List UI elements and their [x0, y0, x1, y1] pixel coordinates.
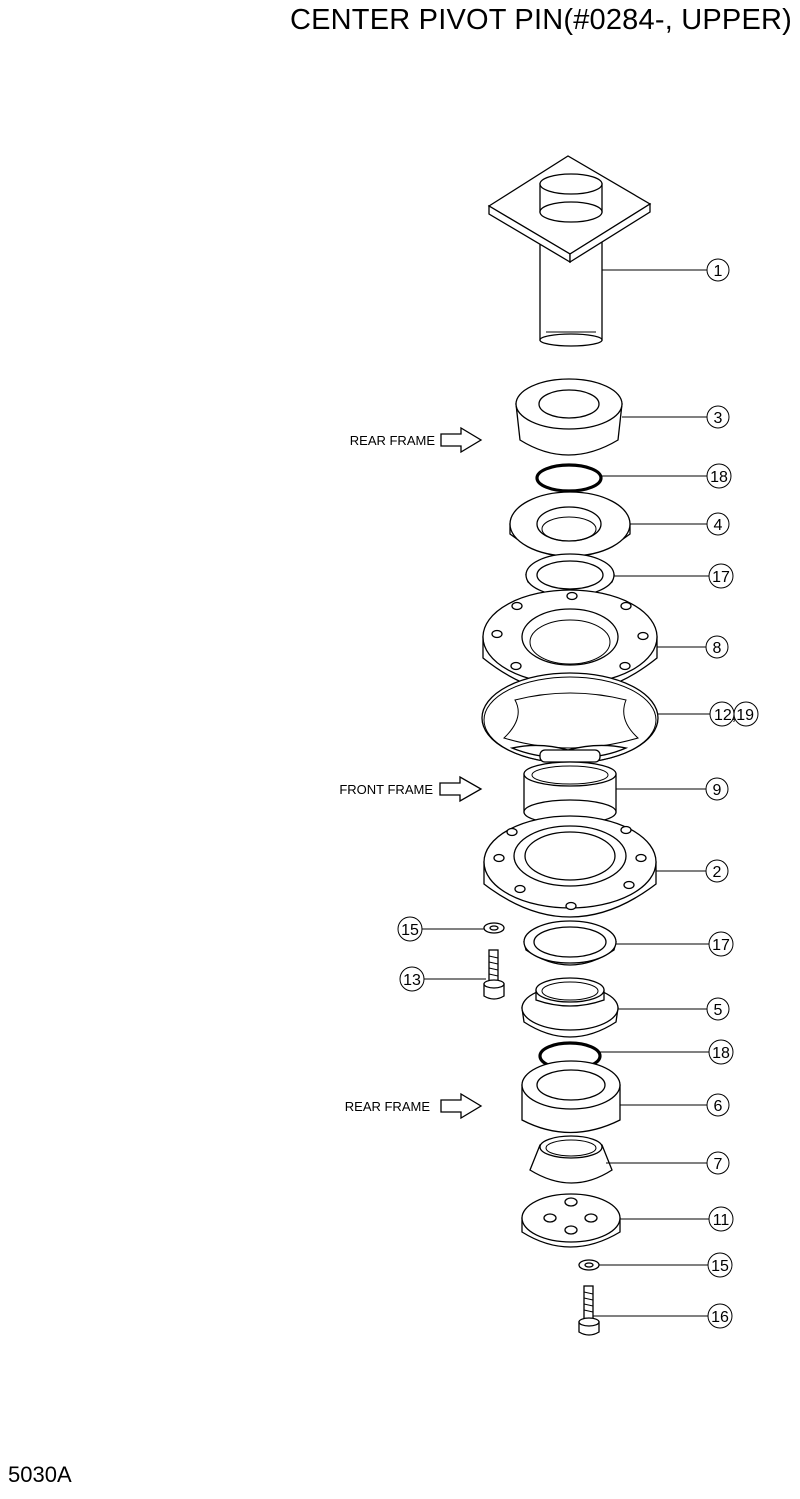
part-11-end-cap — [521, 1193, 621, 1248]
part-2-flange — [483, 815, 657, 918]
callout-5: 5 — [618, 997, 730, 1021]
callout-12-19-label: 12,19 — [714, 707, 754, 724]
part-12-19-gasket-plate — [481, 672, 659, 764]
callout-1-label: 1 — [714, 263, 723, 280]
front-frame-label: FRONT FRAME — [339, 782, 433, 797]
callout-1: 1 — [602, 258, 730, 282]
drawing-code: 5030A — [8, 1462, 72, 1487]
part-18-o-ring-upper — [535, 463, 603, 493]
part-7-cone — [529, 1135, 613, 1184]
callout-15-upper-label: 15 — [401, 922, 419, 939]
callout-7: 7 — [606, 1151, 730, 1175]
callout-8-label: 8 — [713, 640, 722, 657]
part-15-washer-lower — [578, 1259, 600, 1271]
drawing-title: CENTER PIVOT PIN(#0284-, UPPER) — [289, 4, 792, 36]
front-frame-arrow: FRONT FRAME — [339, 775, 483, 803]
callout-16-label: 16 — [711, 1309, 729, 1326]
part-6-housing — [521, 1060, 621, 1134]
part-15-washer-upper — [483, 922, 505, 934]
rear-frame-arrow-top: REAR FRAME — [350, 426, 483, 454]
callout-2-label: 2 — [713, 864, 722, 881]
callout-9: 9 — [616, 777, 729, 801]
callout-4-label: 4 — [714, 517, 723, 534]
callout-8: 8 — [657, 635, 729, 659]
part-9-sleeve — [523, 761, 617, 825]
callout-12-19: 12,19 — [658, 701, 759, 727]
part-1-pin — [487, 155, 652, 347]
callout-18-upper: 18 — [601, 463, 732, 489]
callout-16: 16 — [593, 1303, 733, 1329]
callout-15-lower: 15 — [599, 1252, 733, 1278]
part-4-washer — [509, 491, 631, 558]
callout-18-lower-label: 18 — [712, 1045, 730, 1062]
callout-6: 6 — [620, 1093, 730, 1117]
part-17-shim-lower — [523, 920, 617, 966]
callout-5-label: 5 — [714, 1002, 723, 1019]
part-16-bolt — [578, 1285, 600, 1336]
callout-3: 3 — [622, 405, 730, 429]
part-3-bushing — [515, 378, 623, 456]
callout-2: 2 — [656, 859, 729, 883]
callout-15-upper: 15 — [397, 916, 484, 942]
callout-7-label: 7 — [714, 1156, 723, 1173]
callout-6-label: 6 — [714, 1098, 723, 1115]
callout-17-upper-label: 17 — [712, 569, 730, 586]
callout-13: 13 — [399, 966, 486, 992]
callout-18-upper-label: 18 — [710, 469, 728, 486]
callout-9-label: 9 — [713, 782, 722, 799]
callout-3-label: 3 — [714, 410, 723, 427]
callout-13-label: 13 — [403, 972, 421, 989]
rear-frame-label-top: REAR FRAME — [350, 433, 436, 448]
rear-frame-label-bottom: REAR FRAME — [345, 1099, 431, 1114]
callout-15-lower-label: 15 — [711, 1258, 729, 1275]
callout-17-upper: 17 — [614, 563, 734, 589]
callout-17-lower: 17 — [616, 931, 734, 957]
part-13-bolt — [483, 949, 505, 1000]
part-5-bushing — [521, 977, 619, 1038]
callout-11: 11 — [620, 1206, 734, 1232]
callout-11-label: 11 — [713, 1212, 730, 1229]
callout-4: 4 — [630, 512, 730, 536]
callout-18-lower: 18 — [600, 1039, 734, 1065]
rear-frame-arrow-bottom: REAR FRAME — [345, 1092, 483, 1120]
callout-17-lower-label: 17 — [712, 937, 730, 954]
